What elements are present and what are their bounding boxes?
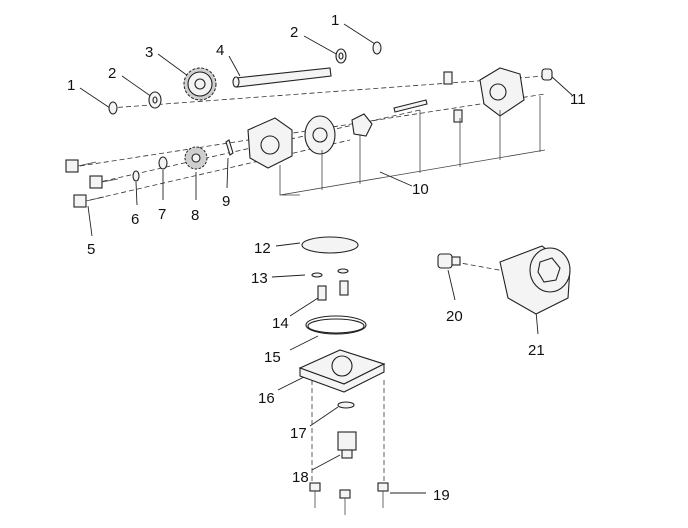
callout-9: 9 (222, 193, 230, 210)
callout-3: 3 (145, 44, 153, 61)
relief-valve-18 (337, 431, 357, 459)
washers-13 (311, 268, 349, 278)
washer-2a (335, 48, 347, 64)
callout-4: 4 (216, 42, 224, 59)
bushings (393, 71, 463, 123)
cover-plate-12 (301, 236, 359, 254)
gear-8 (184, 146, 208, 170)
filter-base-16 (298, 349, 386, 393)
snap-ring-1a (372, 41, 382, 55)
bolts-5 (65, 159, 119, 208)
oil-filter-21 (499, 245, 571, 315)
bolts-19 (309, 482, 389, 515)
callout-1b: 1 (67, 77, 75, 94)
gear-3 (183, 67, 217, 101)
callout-7: 7 (158, 206, 166, 223)
callout-14: 14 (272, 315, 289, 332)
pin-11 (541, 68, 553, 81)
callout-19: 19 (433, 487, 450, 504)
callout-17: 17 (290, 425, 307, 442)
fitting-20 (437, 253, 461, 269)
callout-5: 5 (87, 241, 95, 258)
callout-13: 13 (251, 270, 268, 287)
callout-11: 11 (570, 91, 586, 108)
callout-labels: 1 2 4 3 2 1 11 10 5 6 7 8 9 12 13 14 15 … (67, 12, 586, 504)
callout-18: 18 (292, 469, 309, 486)
o-ring-15 (305, 315, 367, 335)
inner-rotor (351, 113, 373, 137)
washer-7 (158, 156, 168, 170)
pump-cover (479, 67, 525, 117)
callout-20: 20 (446, 308, 463, 325)
screws-14 (317, 280, 349, 301)
clip-6 (132, 170, 140, 182)
o-ring-17 (337, 401, 355, 409)
callout-2b: 2 (108, 65, 116, 82)
callout-21: 21 (528, 342, 545, 359)
callout-1a: 1 (331, 12, 339, 29)
snap-ring-1b (108, 101, 118, 115)
washer-2b (148, 91, 162, 109)
callout-12: 12 (254, 240, 271, 257)
key-9 (225, 139, 234, 156)
callout-8: 8 (191, 207, 199, 224)
callout-6: 6 (131, 211, 139, 228)
shaft-4 (232, 67, 332, 88)
callout-2a: 2 (290, 24, 298, 41)
bracket-10 (279, 96, 546, 196)
callout-16: 16 (258, 390, 275, 407)
callout-15: 15 (264, 349, 281, 366)
callout-10: 10 (412, 181, 429, 198)
pump-body (247, 117, 293, 169)
outer-rotor (304, 115, 336, 155)
